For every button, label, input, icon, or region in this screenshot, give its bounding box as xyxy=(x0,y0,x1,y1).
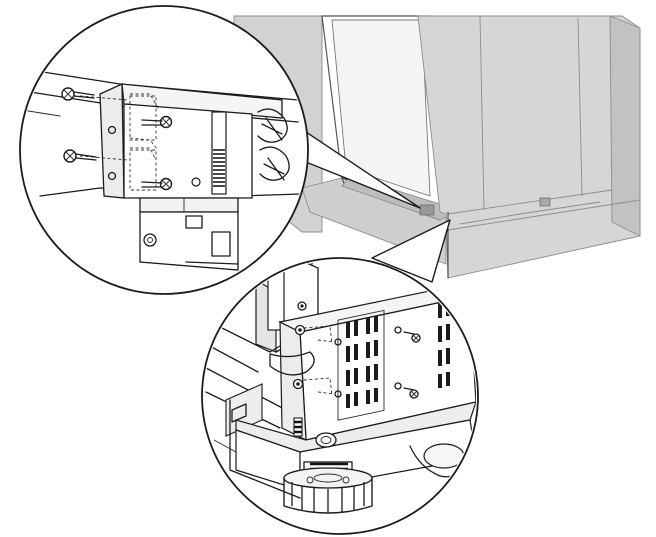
screw-icon xyxy=(292,378,304,390)
base-mounting-plate xyxy=(278,287,476,441)
right-cabinet-front xyxy=(417,15,641,279)
screw-icon xyxy=(141,115,173,129)
adjustment-rack-teeth xyxy=(213,149,225,187)
screw-icon xyxy=(63,149,97,163)
screw-icon xyxy=(141,177,173,191)
screw-icon xyxy=(394,382,419,399)
hinge-mount-detail xyxy=(19,5,309,295)
right-cabinet-side xyxy=(609,15,641,237)
screw-icon xyxy=(191,177,201,187)
screw-icon xyxy=(294,324,306,336)
leveling-foot-detail xyxy=(201,257,479,535)
bottom-hinge-block xyxy=(139,197,239,271)
threaded-stud xyxy=(293,417,303,437)
callout-leaders xyxy=(281,115,451,283)
screw-icon xyxy=(394,326,421,343)
lower-callout-pointer xyxy=(371,219,451,283)
slot-grid-left xyxy=(346,316,378,408)
leveling-foot-icon xyxy=(283,461,373,514)
screw-icon xyxy=(61,87,95,101)
